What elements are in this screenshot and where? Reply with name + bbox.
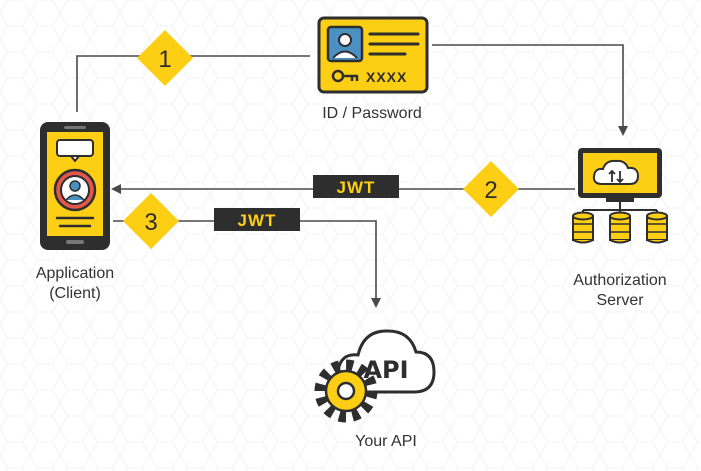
- credentials-label: ID / Password: [302, 104, 442, 124]
- api-icon: API: [314, 329, 436, 423]
- step-1-badge: 1: [137, 30, 193, 86]
- server-icon: [572, 148, 668, 244]
- jwt-badge-step-3: JWT: [214, 208, 300, 231]
- api-label: Your API: [316, 432, 456, 452]
- id-card-icon: XXXX: [317, 16, 429, 94]
- step-2-badge: 2: [463, 161, 519, 217]
- gear-icon: [314, 359, 378, 423]
- step-number: 2: [484, 177, 497, 204]
- client-label: Application (Client): [10, 264, 140, 304]
- api-label-text: Your API: [355, 433, 417, 450]
- step-number: 1: [158, 46, 171, 73]
- cloud-icon: [592, 159, 640, 185]
- password-mask: XXXX: [366, 69, 407, 85]
- database-icon: [572, 211, 594, 244]
- connector-client-to-credentials: [76, 55, 310, 112]
- connector-client-to-api: [113, 220, 381, 308]
- auth-server-label-line-2: Server: [596, 292, 644, 309]
- credentials-label-text: ID / Password: [322, 105, 422, 122]
- auth-server-label: Authorization Server: [550, 271, 690, 311]
- step-number: 3: [144, 209, 157, 236]
- connector-credentials-to-server: [432, 44, 628, 136]
- jwt-badge-step-2: JWT: [313, 175, 399, 198]
- jwt-badge-label: JWT: [337, 178, 376, 197]
- key-icon: [331, 69, 359, 83]
- database-icon: [609, 211, 631, 244]
- auth-server-label-line-1: Authorization: [573, 272, 667, 289]
- mobile-phone-icon: [40, 122, 110, 250]
- jwt-badge-label: JWT: [238, 211, 277, 230]
- database-icon: [646, 211, 668, 244]
- client-label-line-1: Application: [35, 265, 115, 282]
- step-3-badge: 3: [123, 193, 179, 249]
- client-label-line-2: (Client): [49, 285, 101, 302]
